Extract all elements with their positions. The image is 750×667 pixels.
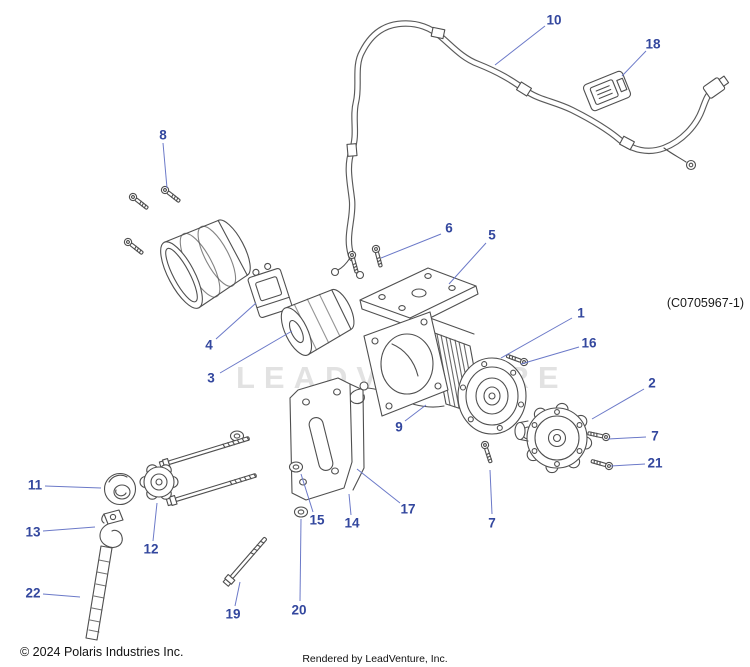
screw-icon [347, 250, 361, 275]
callout-11-13[interactable]: 11 [28, 478, 43, 493]
callout-9-12[interactable]: 9 [395, 420, 403, 435]
rope-hook [349, 381, 369, 405]
washer-icon [293, 506, 309, 518]
callout-16-6[interactable]: 16 [581, 336, 597, 351]
ring-terminal [330, 267, 340, 277]
leader-line-18-1 [621, 50, 647, 77]
bolt-icon [221, 534, 270, 588]
leader-line-16-6 [520, 346, 580, 365]
callout-5-4[interactable]: 5 [488, 228, 496, 243]
leader-line-19-21 [234, 581, 241, 607]
cap [103, 472, 137, 506]
screw-icon [127, 191, 151, 212]
leader-line-22-15 [42, 593, 81, 598]
leader-line-20-22 [299, 518, 302, 602]
callout-20-22[interactable]: 20 [291, 603, 306, 618]
leader-line-3-11 [219, 330, 293, 374]
leader-line-13-14 [42, 526, 96, 532]
ring-terminal [685, 159, 697, 171]
callout-15-17[interactable]: 15 [309, 513, 325, 528]
leader-line-10-0 [494, 25, 546, 66]
callout-21-9[interactable]: 21 [647, 456, 663, 471]
leader-line-5-4 [448, 242, 487, 285]
screw-icon [159, 184, 183, 205]
callout-22-15[interactable]: 22 [25, 586, 40, 601]
leader-line-14-18 [348, 493, 352, 516]
callout-14-18[interactable]: 14 [344, 516, 360, 531]
motor-end-housing [160, 219, 251, 309]
washer-icon [288, 461, 304, 473]
solenoid [247, 262, 293, 318]
wire-harness [330, 20, 730, 280]
harness-sleeve [515, 81, 533, 97]
callout-17-19[interactable]: 17 [400, 502, 415, 517]
strap [85, 545, 113, 641]
screw-icon [371, 244, 385, 269]
callout-18-1[interactable]: 18 [645, 37, 661, 52]
leader-line-7-8 [607, 436, 647, 440]
harness-sleeve [430, 26, 446, 40]
callout-19-21[interactable]: 19 [225, 607, 240, 622]
screw-icon [122, 236, 146, 257]
callout-2-7[interactable]: 2 [648, 376, 656, 391]
callout-4-10[interactable]: 4 [205, 338, 213, 353]
mount-bolts [158, 433, 270, 588]
callout-7-20[interactable]: 7 [488, 516, 496, 531]
copyright-text: © 2024 Polaris Industries Inc. [20, 645, 184, 659]
harness-connector [702, 75, 730, 99]
screw-icon [589, 456, 615, 472]
bracket-fasteners [347, 244, 385, 275]
leader-line-6-3 [380, 233, 442, 259]
screw-icon [479, 439, 495, 465]
leader-line-4-10 [215, 302, 257, 340]
callout-1-5[interactable]: 1 [577, 306, 585, 321]
callout-6-3[interactable]: 6 [445, 221, 453, 236]
callout-3-11[interactable]: 3 [207, 371, 215, 386]
leader-line-15-17 [300, 473, 314, 513]
callout-12-16[interactable]: 12 [143, 542, 158, 557]
leader-line-2-7 [591, 388, 645, 420]
callout-13-14[interactable]: 13 [25, 525, 41, 540]
harness-sleeve [619, 135, 635, 151]
switch [582, 70, 632, 112]
hook [99, 509, 124, 548]
leader-line-17-19 [356, 468, 401, 504]
motor [280, 288, 355, 356]
leader-line-8-2 [162, 142, 168, 189]
callout-10-0[interactable]: 10 [546, 13, 561, 28]
rendered-by-text: Rendered by LeadVenture, Inc. [302, 653, 448, 665]
clutch-housing [514, 402, 593, 474]
ring-terminal [355, 270, 365, 280]
leader-line-9-12 [404, 404, 427, 422]
mount-channel [289, 377, 365, 501]
bolt-icon [165, 470, 258, 508]
diagram-code: (C0705967-1) [666, 296, 744, 310]
callout-8-2[interactable]: 8 [159, 128, 167, 143]
leader-line-7-20 [489, 469, 493, 515]
winch-assembly [349, 311, 527, 435]
callout-7-8[interactable]: 7 [651, 429, 659, 444]
leader-line-1-5 [500, 317, 573, 359]
knob [139, 464, 179, 500]
leader-line-12-16 [152, 502, 158, 542]
harness-sleeve [346, 143, 358, 157]
leader-line-11-13 [44, 485, 102, 489]
callout-layer: 10 18 8 6 5 1 16 2 7 21 4 3 9 11 13 22 12 15 14 17 7 19 20 [25, 13, 663, 622]
leader-line-21-9 [610, 463, 646, 467]
